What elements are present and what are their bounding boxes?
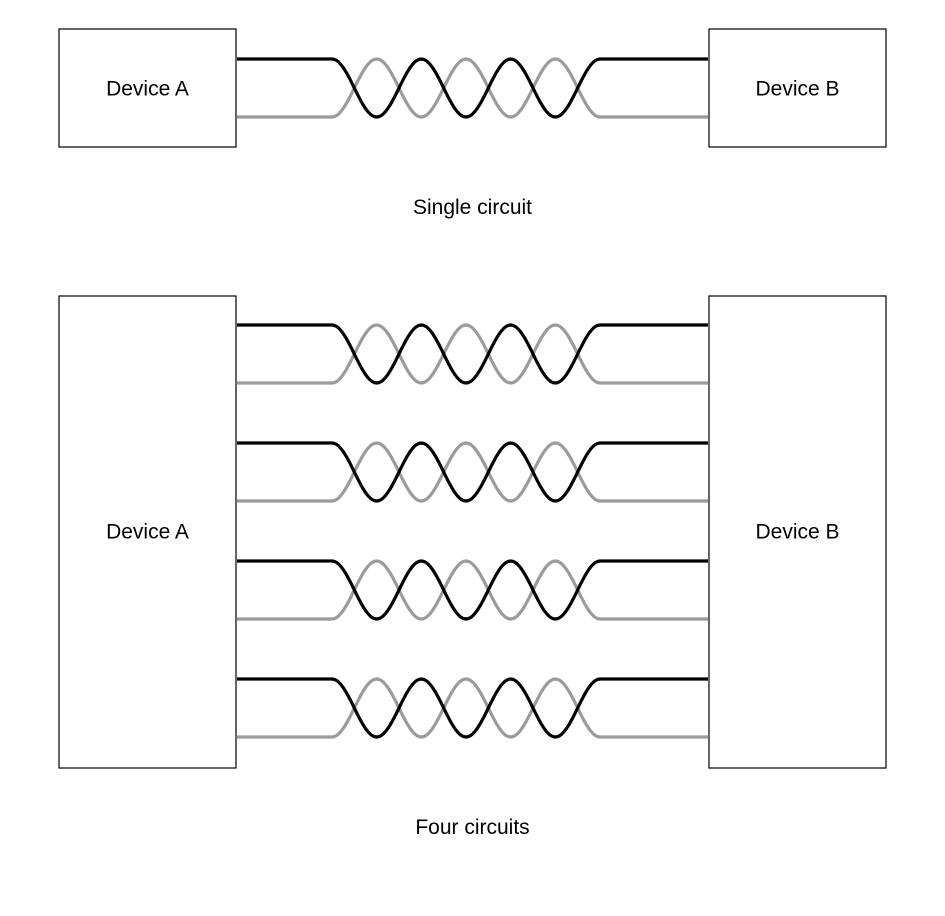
twisted-pair-1: [237, 57, 708, 119]
four-device-b-box: [708, 295, 887, 769]
four-circuits-group: Device A Device B Four circuits: [58, 295, 887, 839]
wire-grey: [237, 57, 708, 119]
single-device-b-box: [708, 28, 887, 148]
single-twisted-pairs: [237, 57, 708, 119]
twisted-pair-1: [237, 323, 708, 385]
wire-grey: [237, 677, 708, 739]
wire-black: [237, 323, 708, 385]
wire-grey: [237, 323, 708, 385]
four-device-a-box: [58, 295, 237, 769]
four-device-b-label: Device B: [755, 521, 839, 544]
single-device-b-label: Device B: [755, 78, 839, 101]
four-twisted-pairs: [237, 323, 708, 739]
four-circuits-caption: Four circuits: [415, 816, 529, 839]
wire-black: [237, 57, 708, 119]
single-circuit-group: Device A Device B Single circuit: [58, 28, 887, 219]
twisted-pair-3: [237, 559, 708, 621]
wire-black: [237, 677, 708, 739]
single-device-a-box: [58, 28, 237, 148]
single-device-a-label: Device A: [106, 78, 189, 101]
wire-black: [237, 559, 708, 621]
wire-grey: [237, 441, 708, 503]
single-circuit-caption: Single circuit: [413, 196, 532, 219]
wire-grey: [237, 559, 708, 621]
four-device-a-label: Device A: [106, 521, 189, 544]
wire-black: [237, 441, 708, 503]
twisted-pair-2: [237, 441, 708, 503]
twisted-pair-4: [237, 677, 708, 739]
